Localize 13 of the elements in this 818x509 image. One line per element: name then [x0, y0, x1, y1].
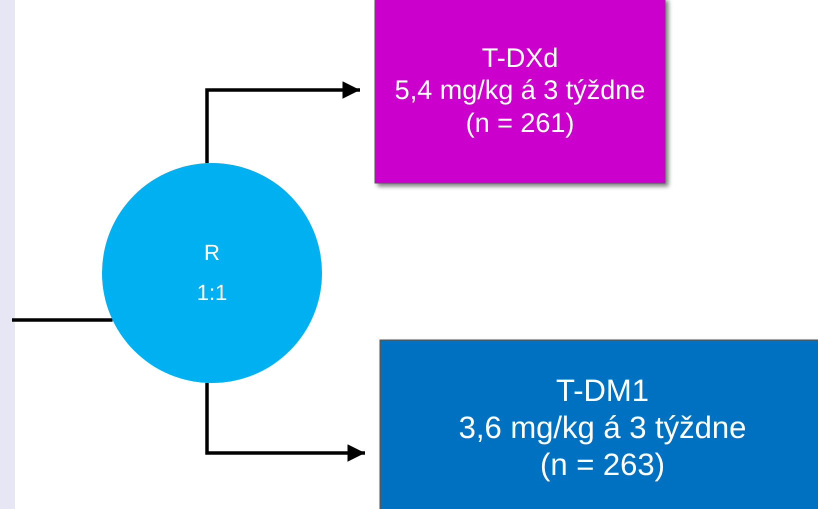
connector-arrow	[205, 382, 365, 462]
treatment-box	[380, 340, 818, 509]
node-text: (n = 263)	[540, 446, 665, 484]
treatment-box	[374, 0, 666, 184]
connector-arrow	[205, 81, 360, 164]
node-text: 5,4 mg/kg á 3 týždne	[394, 74, 646, 107]
randomization-circle	[102, 163, 322, 383]
node-title: T-DXd	[482, 42, 558, 74]
node-title: R	[204, 239, 220, 268]
node-text: (n = 261)	[466, 106, 574, 140]
node-text: 1:1	[196, 279, 228, 307]
node-title: T-DM1	[556, 372, 649, 409]
node-text: 3,6 mg/kg á 3 týždne	[458, 408, 746, 446]
